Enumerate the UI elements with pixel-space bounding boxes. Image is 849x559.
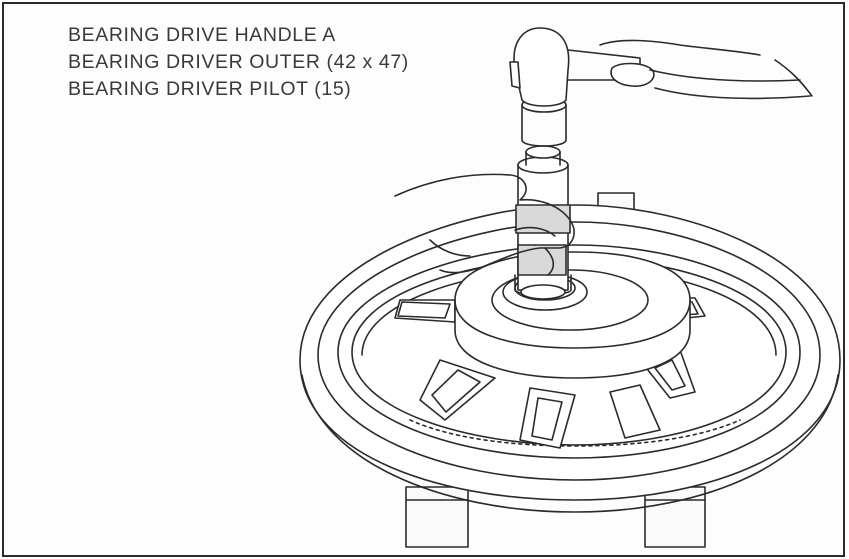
- callout-label-1: BEARING DRIVE HANDLE A: [68, 24, 336, 46]
- wheel-icon: [299, 204, 841, 513]
- callout-label-3: BEARING DRIVER PILOT (15): [68, 78, 352, 100]
- hand-icon: [394, 39, 813, 276]
- callout-labels: BEARING DRIVE HANDLE A BEARING DRIVER OU…: [68, 22, 409, 103]
- bearing-driver-icon: [514, 97, 572, 300]
- callout-label-2: BEARING DRIVER OUTER (42 x 47): [68, 51, 409, 73]
